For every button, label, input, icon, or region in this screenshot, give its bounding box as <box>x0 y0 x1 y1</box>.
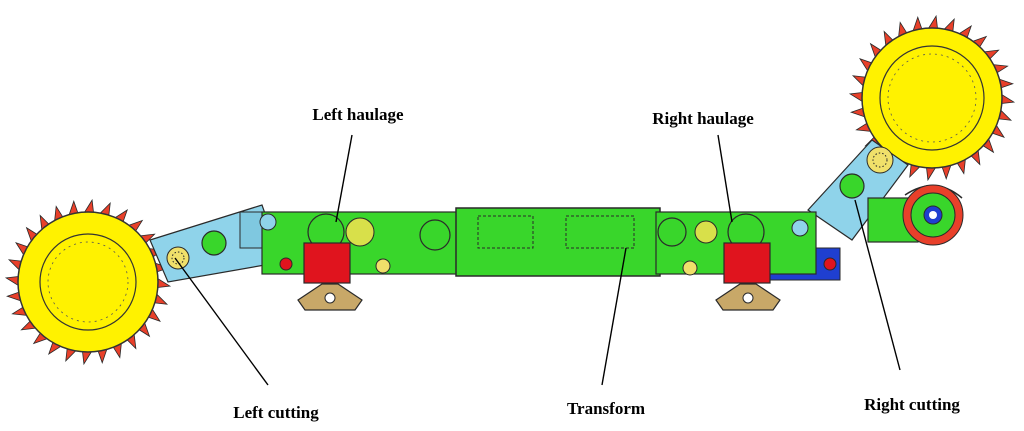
label-right-haulage: Right haulage <box>652 109 754 128</box>
leader-transform <box>601 247 627 386</box>
leader-right-cutting <box>854 199 901 371</box>
label-right-cutting: Right cutting <box>864 395 960 414</box>
left-cutting-drum <box>4 198 172 366</box>
label-left-haulage: Left haulage <box>312 105 404 124</box>
leader-lines <box>174 134 901 386</box>
right-cowl <box>867 184 964 246</box>
right-ranging-arm <box>807 139 909 241</box>
right-cutting-drum <box>848 14 1016 182</box>
label-left-cutting: Left cutting <box>233 403 319 422</box>
shearer-body <box>259 207 841 311</box>
label-transform: Transform <box>567 399 645 418</box>
leader-left-cutting <box>174 257 269 386</box>
leader-right-haulage <box>717 134 733 223</box>
leader-left-haulage <box>335 134 353 223</box>
